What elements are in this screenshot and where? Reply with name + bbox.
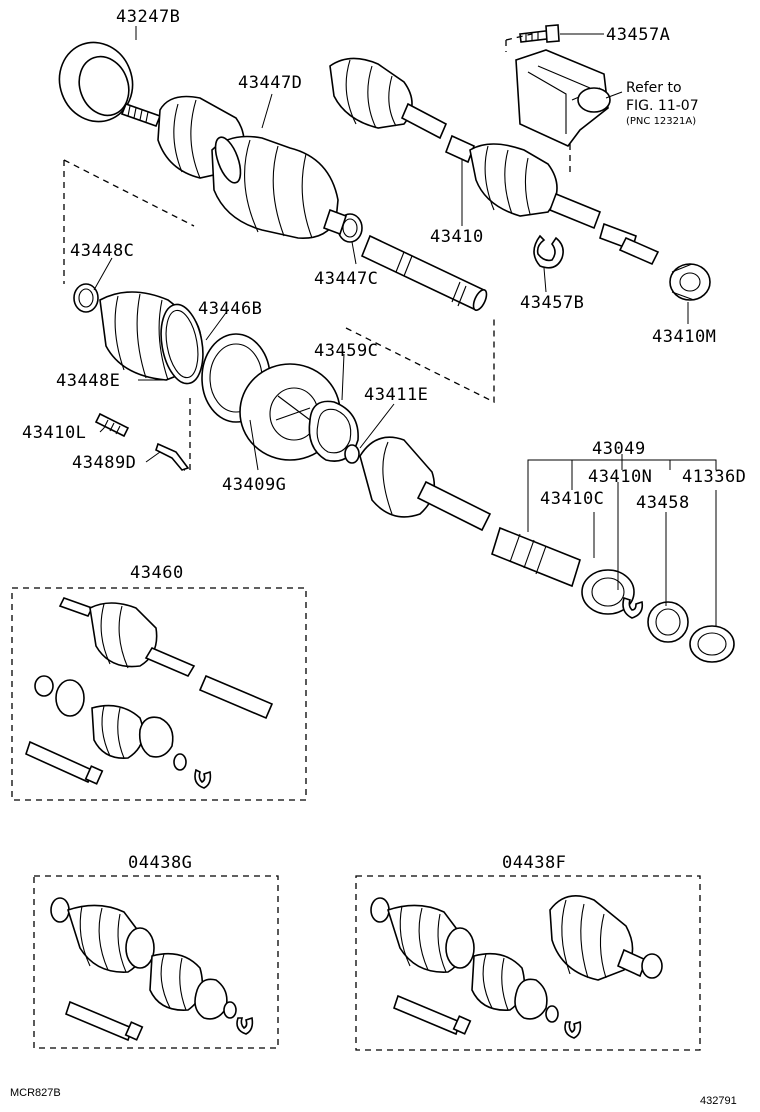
label-43458: 43458 (636, 493, 690, 513)
reference-line-1: Refer to (626, 80, 682, 96)
seal-43458 (647, 601, 689, 643)
bolt-43410L (94, 412, 130, 438)
label-04438G: 04438G (128, 853, 192, 873)
label-43457B: 43457B (520, 293, 584, 313)
label-43460: 43460 (130, 563, 184, 583)
dashed-guide-left (63, 159, 195, 471)
kit-04438F-box (355, 875, 701, 1051)
label-43489D: 43489D (72, 453, 136, 473)
snap-ring-43489D (155, 442, 190, 471)
label-43409G: 43409G (222, 475, 286, 495)
ref-leader (605, 91, 623, 99)
label-43447C: 43447C (314, 269, 378, 289)
label-43446B: 43446B (198, 299, 262, 319)
flange-shaft (359, 436, 492, 532)
label-43410L: 43410L (22, 423, 86, 443)
dashed-guide-bracket (505, 33, 571, 176)
short-shaft-boot (329, 57, 448, 140)
label-43410N: 43410N (588, 467, 652, 487)
label-43247B: 43247B (116, 7, 180, 27)
clamp-43448E (160, 303, 204, 385)
kit-04438G-box (33, 875, 279, 1049)
bearing-43410N (581, 569, 635, 615)
kit-04438G-parts (50, 897, 254, 1042)
bearing-43410M (669, 263, 711, 301)
label-43410M: 43410M (652, 327, 716, 347)
label-41336D: 41336D (682, 467, 746, 487)
label-43459C: 43459C (314, 341, 378, 361)
clamp-43448C (73, 283, 99, 313)
label-43448C: 43448C (70, 241, 134, 261)
label-43410: 43410 (430, 227, 484, 247)
leader-lines (93, 26, 717, 626)
reference-line-3: (PNC 12321A) (626, 116, 696, 127)
kit-43460-box (11, 587, 307, 801)
label-43447D: 43447D (238, 73, 302, 93)
seal-41336D (689, 625, 735, 663)
oring-43411E (344, 444, 360, 464)
snap-ring (622, 596, 644, 619)
label-43411E: 43411E (364, 385, 428, 405)
kit-43460-parts (25, 597, 274, 789)
label-43457A: 43457A (606, 25, 670, 45)
bearing-bracket (515, 49, 611, 147)
label-43448E: 43448E (56, 371, 120, 391)
footer-right-code: 432791 (700, 1095, 737, 1107)
label-43049: 43049 (592, 439, 646, 459)
gasket-43459C (308, 400, 359, 462)
dashed-guide-right (345, 316, 495, 404)
label-04438F: 04438F (502, 853, 566, 873)
dust-ring-43247B (58, 41, 134, 123)
footer-left-code: MCR827B (10, 1087, 61, 1099)
reference-line-2: FIG. 11-07 (626, 98, 699, 114)
bolt-43457A (519, 24, 560, 43)
outer-boot-43447D (211, 135, 339, 239)
snap-ring-43457B (533, 234, 564, 269)
kit-04438F-parts (370, 894, 663, 1039)
label-43410C: 43410C (540, 489, 604, 509)
long-shaft (322, 208, 488, 312)
shaft-43410C (491, 526, 581, 588)
inner-shaft-43410 (444, 134, 660, 266)
